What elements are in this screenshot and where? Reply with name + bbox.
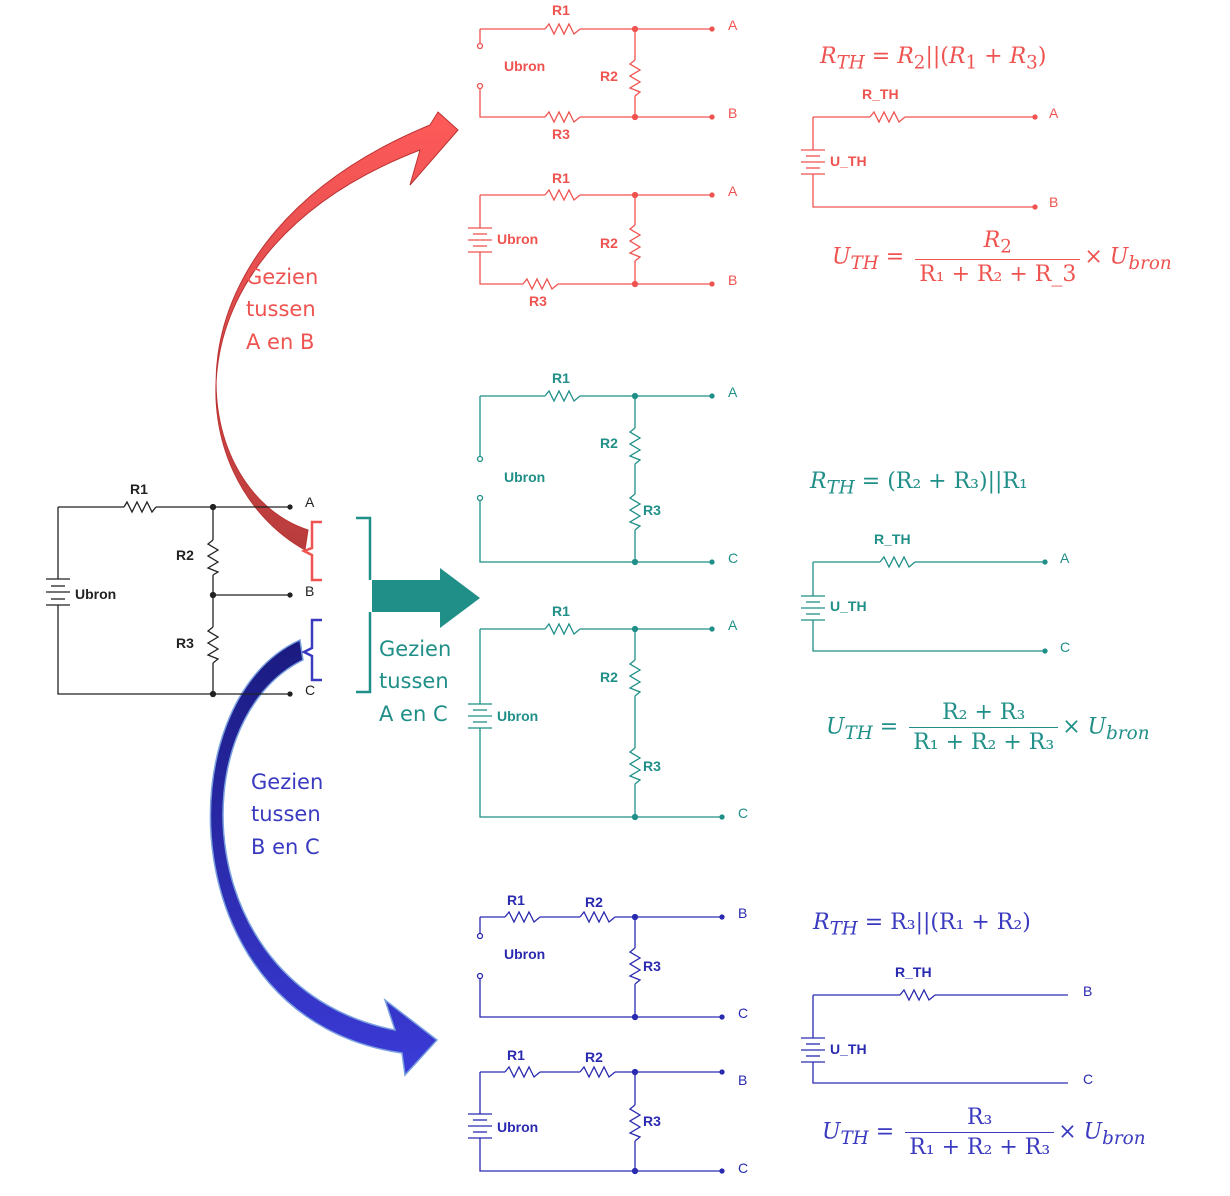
ab1-r3-label: R3: [552, 126, 570, 142]
ac2-r3-label: R3: [643, 758, 661, 774]
ac-th-u-label: U_TH: [830, 598, 867, 614]
svg-text:B en C: B en C: [251, 835, 320, 859]
ac-thevenin: [801, 555, 1048, 654]
bc-thevenin: [801, 988, 1068, 1084]
bc1-r2-label: R2: [585, 894, 603, 910]
ac1-term-a: A: [728, 384, 738, 400]
ac1-r3-label: R3: [643, 502, 661, 518]
ac1-r2-label: R2: [600, 435, 618, 451]
bc2-term-c: C: [738, 1160, 748, 1176]
main-r2-label: R2: [176, 547, 194, 563]
main-term-b: B: [305, 583, 314, 599]
ab1-term-b: B: [728, 105, 737, 121]
ac2-term-a: A: [728, 617, 738, 633]
bc1-source-label: Ubron: [504, 946, 545, 962]
ab-th-r-label: R_TH: [862, 86, 899, 102]
ab-circuit-short: [476, 22, 715, 124]
caption-bc: Gezien tussen B en C: [251, 770, 323, 859]
ac1-source-label: Ubron: [504, 469, 545, 485]
bc-th-term-c: C: [1083, 1071, 1093, 1087]
ac-circuit-short: [476, 389, 715, 566]
ab1-source-label: Ubron: [504, 58, 545, 74]
ac-th-term-a: A: [1060, 550, 1070, 566]
ab2-term-b: B: [728, 272, 737, 288]
main-term-c: C: [305, 682, 315, 698]
bc2-term-b: B: [738, 1072, 747, 1088]
brace-bc: [301, 618, 322, 682]
ab-th-term-b: B: [1049, 194, 1058, 210]
ab1-term-a: A: [728, 17, 738, 33]
arrow-ac: [372, 568, 480, 628]
ab2-term-a: A: [728, 183, 738, 199]
ac2-source-label: Ubron: [497, 708, 538, 724]
ac-rth-formula: RTH = (R₂ + R₃)||R₁: [810, 469, 1028, 499]
svg-text:tussen: tussen: [379, 669, 449, 693]
ac1-r1-label: R1: [552, 370, 570, 386]
caption-ab: Gezien tussen A en B: [246, 265, 318, 354]
main-circuit: [46, 500, 293, 698]
ab-th-term-a: A: [1049, 105, 1059, 121]
bc-circuit-short: [476, 910, 725, 1021]
ab-thevenin: [801, 110, 1038, 210]
bc-th-term-b: B: [1083, 983, 1092, 999]
ab2-r2-label: R2: [600, 235, 618, 251]
bc-rth-formula: RTH = R₃||(R₁ + R₂): [813, 910, 1031, 940]
ab2-source-label: Ubron: [497, 231, 538, 247]
brace-ac: [356, 516, 372, 694]
main-term-a: A: [305, 494, 315, 510]
arrow-bc: [209, 638, 439, 1077]
ac-th-term-c: C: [1060, 639, 1070, 655]
ab-th-u-label: U_TH: [830, 153, 867, 169]
brace-ab: [300, 520, 322, 582]
main-r1-label: R1: [130, 481, 148, 497]
arrow-ab: [215, 111, 459, 551]
main-r3-label: R3: [176, 635, 194, 651]
bc1-r1-label: R1: [507, 892, 525, 908]
bc1-r3-label: R3: [643, 958, 661, 974]
bc2-r2-label: R2: [585, 1049, 603, 1065]
ac-th-r-label: R_TH: [874, 531, 911, 547]
svg-text:tussen: tussen: [246, 297, 316, 321]
ab1-r2-label: R2: [600, 68, 618, 84]
ab2-r3-label: R3: [529, 293, 547, 309]
bc-th-r-label: R_TH: [895, 964, 932, 980]
bc1-term-b: B: [738, 905, 747, 921]
ac-circuit-open: [468, 622, 725, 821]
bc2-r3-label: R3: [643, 1113, 661, 1129]
bc1-term-c: C: [738, 1005, 748, 1021]
svg-text:Gezien: Gezien: [379, 637, 451, 661]
svg-text:Gezien: Gezien: [251, 770, 323, 794]
ab2-r1-label: R1: [552, 170, 570, 186]
ac2-term-c: C: [738, 805, 748, 821]
bc-th-u-label: U_TH: [830, 1041, 867, 1057]
ac1-term-c: C: [728, 550, 738, 566]
svg-text:tussen: tussen: [251, 802, 321, 826]
bc2-r1-label: R1: [507, 1047, 525, 1063]
svg-text:A en C: A en C: [379, 702, 448, 726]
ab1-r1-label: R1: [552, 2, 570, 18]
caption-ac: Gezien tussen A en C: [379, 637, 451, 726]
ab-circuit-open: [468, 188, 715, 291]
svg-text:Gezien: Gezien: [246, 265, 318, 289]
ab-rth-formula: RTH = R2||(R1 + R3): [820, 44, 1047, 74]
main-source-label: Ubron: [75, 586, 116, 602]
ac2-r2-label: R2: [600, 669, 618, 685]
svg-text:A en B: A en B: [246, 330, 314, 354]
bc2-source-label: Ubron: [497, 1119, 538, 1135]
bc-circuit-open: [468, 1065, 725, 1175]
ac2-r1-label: R1: [552, 603, 570, 619]
